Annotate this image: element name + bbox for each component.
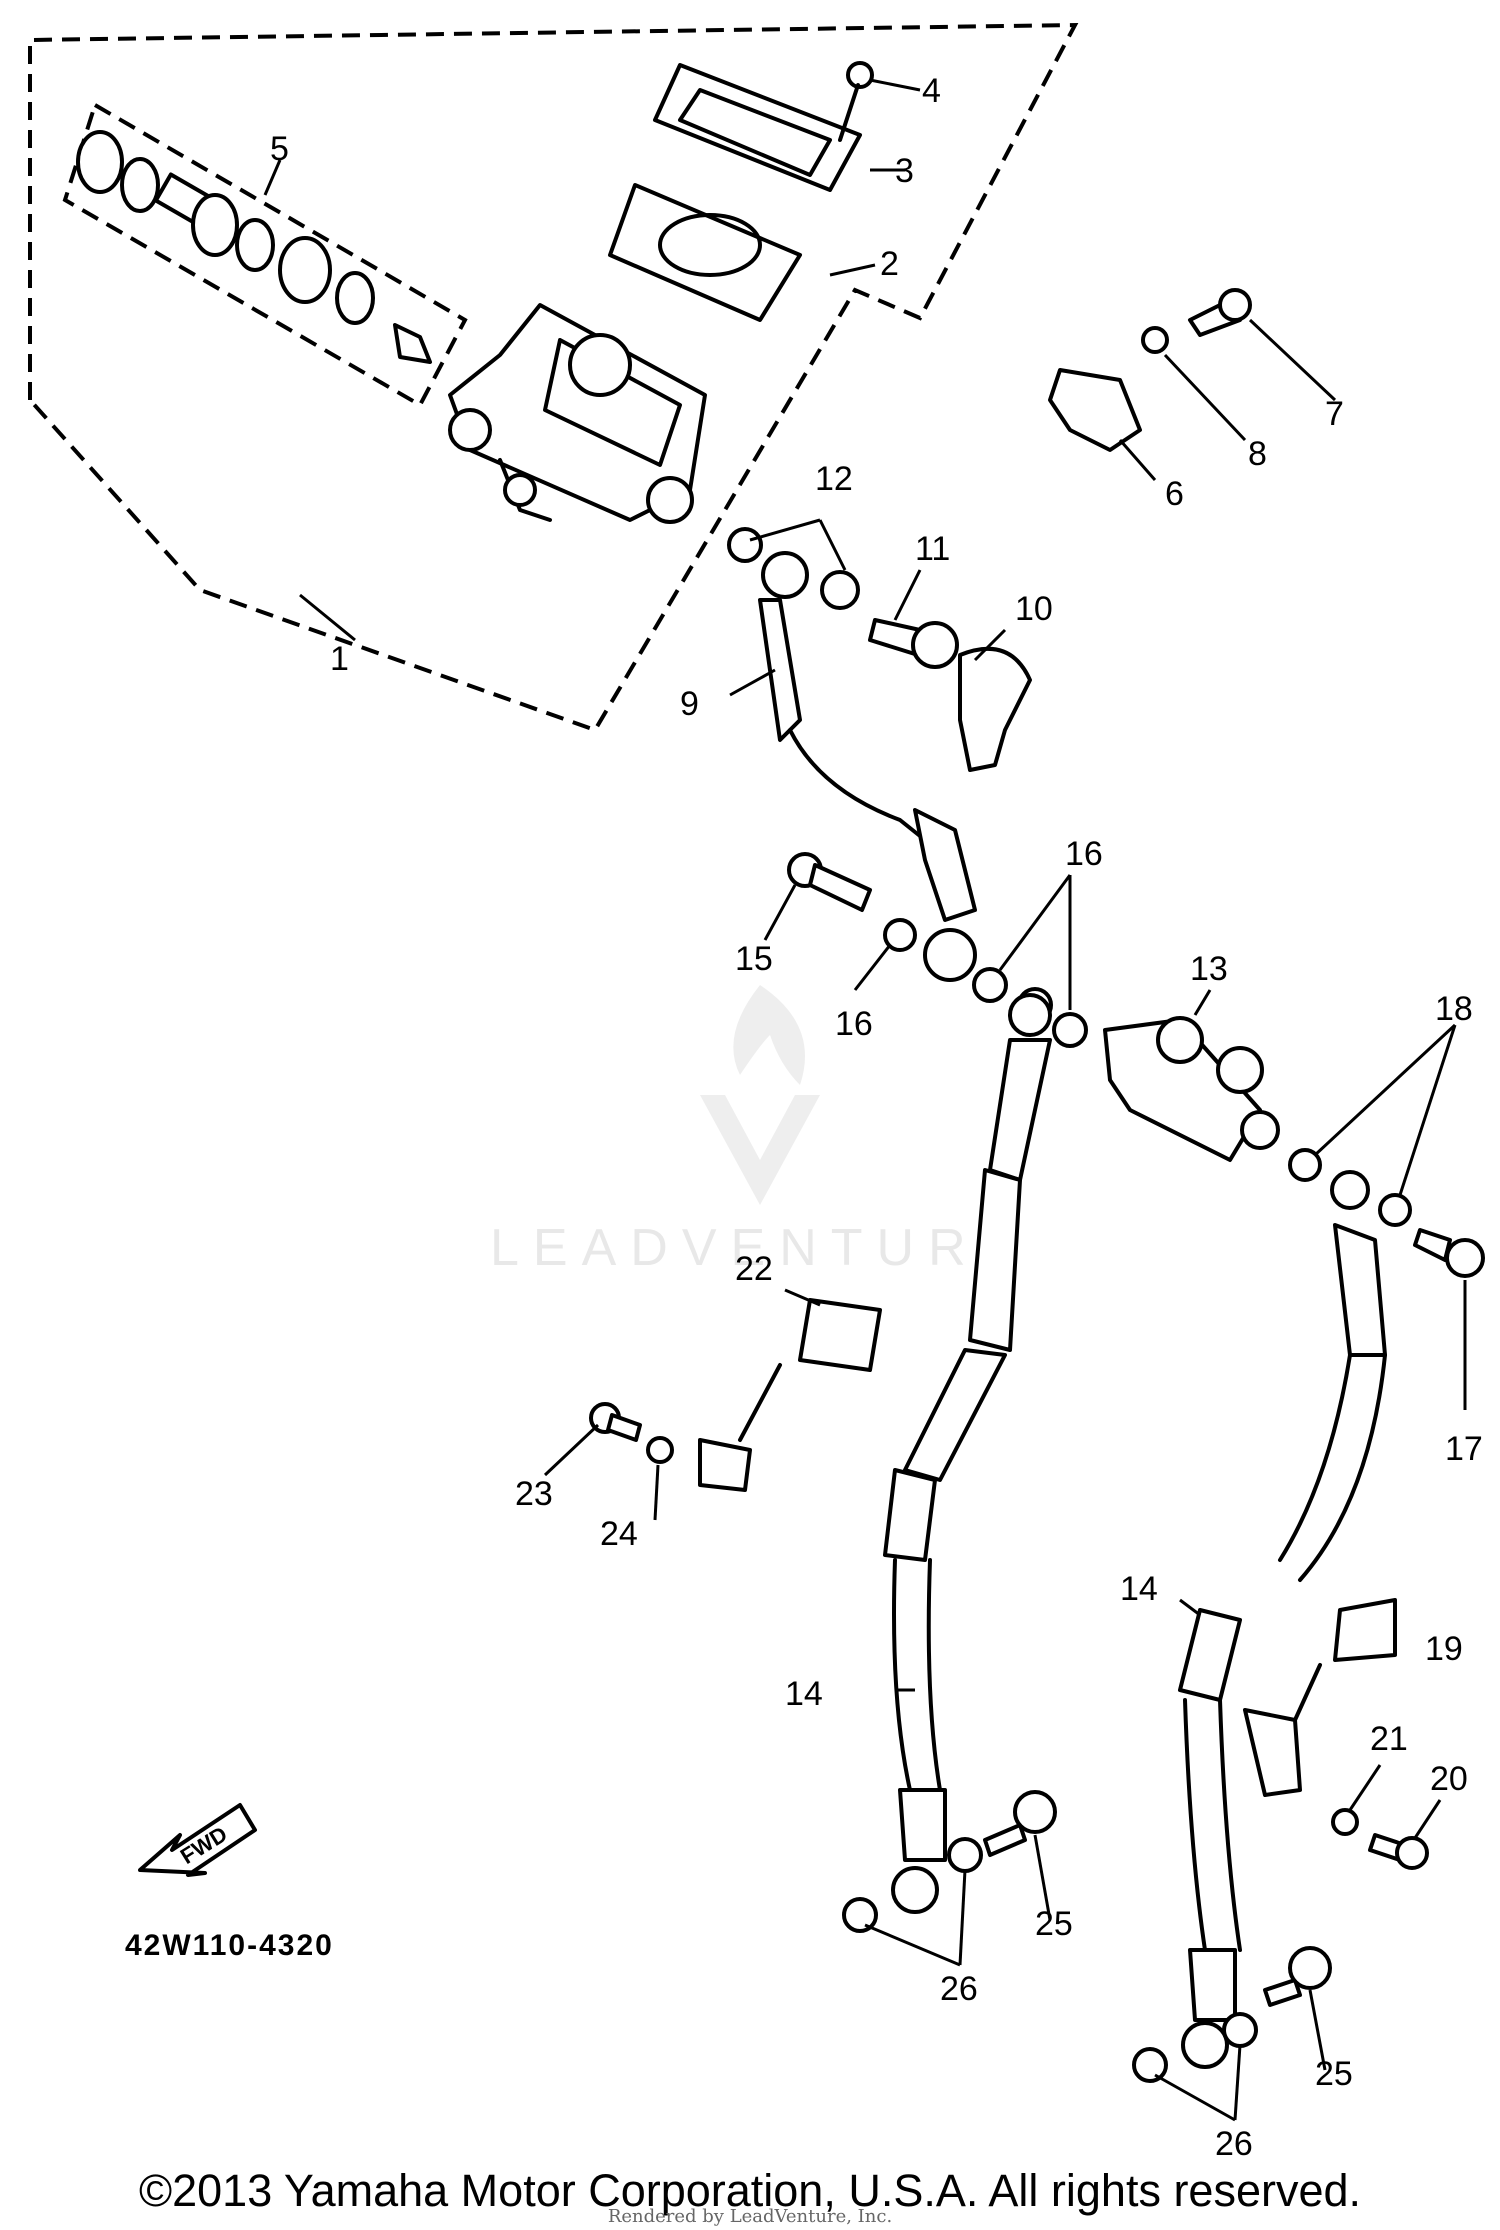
brake-hose-14-right <box>1178 1223 1387 2069</box>
bolt-23 <box>589 1402 642 1442</box>
callout-20: 20 <box>1430 1760 1468 1798</box>
clamp-19 <box>1243 1598 1397 1797</box>
callout-1: 1 <box>330 640 349 678</box>
callout-12: 12 <box>815 460 853 498</box>
callout-5: 5 <box>270 130 289 168</box>
watermark-text: LEADVENTURE <box>490 1219 1028 1277</box>
callout-26-left: 26 <box>940 1970 978 2008</box>
callout-24: 24 <box>600 1515 638 1553</box>
brake-hose-9 <box>758 551 977 982</box>
callout-16-left: 16 <box>835 1005 873 1043</box>
callout-8: 8 <box>1248 435 1267 473</box>
piston-kit-outline <box>62 102 468 408</box>
brake-hose-14-left <box>883 993 1052 1914</box>
holder <box>1048 368 1142 452</box>
callout-22: 22 <box>735 1250 773 1288</box>
leader-lines <box>263 78 1467 2122</box>
diaphragm <box>608 183 802 322</box>
assembly-1-outline <box>28 22 1079 733</box>
washer-24 <box>646 1436 674 1464</box>
callout-26-right: 26 <box>1215 2125 1253 2163</box>
callout-14-left: 14 <box>785 1675 823 1713</box>
piston-kit <box>76 130 432 364</box>
gasket-12b <box>820 570 860 610</box>
gasket-12a <box>727 527 763 563</box>
callout-13: 13 <box>1190 950 1228 988</box>
callout-18: 18 <box>1435 990 1473 1028</box>
washer-26a <box>842 1897 878 1933</box>
callouts: 1 2 3 4 5 6 7 8 9 10 11 12 13 14 14 15 1… <box>270 72 1483 2163</box>
drawing-number: 42W110-4320 <box>125 1929 334 1962</box>
banjo-bolt-11 <box>868 618 959 669</box>
callout-7: 7 <box>1325 395 1344 433</box>
washer-16d <box>1052 1012 1088 1048</box>
clamp-22 <box>698 1298 882 1492</box>
callout-25-left: 25 <box>1035 1905 1073 1943</box>
callout-4: 4 <box>922 72 941 110</box>
bolt-20 <box>1368 1833 1429 1870</box>
callout-6: 6 <box>1165 475 1184 513</box>
callout-15: 15 <box>735 940 773 978</box>
washer-26d <box>1222 2012 1258 2048</box>
union-bolt-15 <box>787 852 872 912</box>
washer-18a <box>1288 1148 1322 1182</box>
forward-arrow-icon: FWD <box>138 1803 257 1877</box>
callout-17: 17 <box>1445 1430 1483 1468</box>
callout-3: 3 <box>895 152 914 190</box>
washer-8 <box>1141 326 1169 354</box>
callout-11: 11 <box>915 530 950 568</box>
washer-26c <box>1132 2047 1168 2083</box>
union-bolt-25a <box>983 1790 1057 1857</box>
callout-9: 9 <box>680 685 699 723</box>
copyright-notice: ©2013 Yamaha Motor Corporation, U.S.A. A… <box>138 2165 1362 2216</box>
rendered-by-text: Rendered by LeadVenture, Inc. <box>607 2206 893 2227</box>
brake-joint-13 <box>1103 1016 1280 1162</box>
callout-21: 21 <box>1370 1720 1408 1758</box>
reservoir-cap <box>653 63 862 192</box>
leadventure-watermark: LEADVENTURE <box>490 985 1028 1277</box>
bolt-7 <box>1188 288 1252 337</box>
master-cylinder-body <box>448 303 707 524</box>
washer-18c <box>1378 1193 1412 1227</box>
cap-screw <box>838 61 874 142</box>
washer-16a <box>883 918 917 952</box>
cover-10 <box>958 646 1032 772</box>
callout-10: 10 <box>1015 590 1053 628</box>
callout-23: 23 <box>515 1475 553 1513</box>
bolt-17 <box>1413 1228 1485 1278</box>
washer-21 <box>1331 1808 1359 1836</box>
callout-19: 19 <box>1425 1630 1463 1668</box>
washer-18b <box>1330 1170 1370 1210</box>
washer-26b <box>947 1837 983 1873</box>
union-bolt-25b <box>1263 1946 1332 2007</box>
callout-25-right: 25 <box>1315 2055 1353 2093</box>
callout-2: 2 <box>880 245 899 283</box>
callout-14-right: 14 <box>1120 1570 1158 1608</box>
washer-16b <box>972 967 1008 1003</box>
callout-16-top: 16 <box>1065 835 1103 873</box>
